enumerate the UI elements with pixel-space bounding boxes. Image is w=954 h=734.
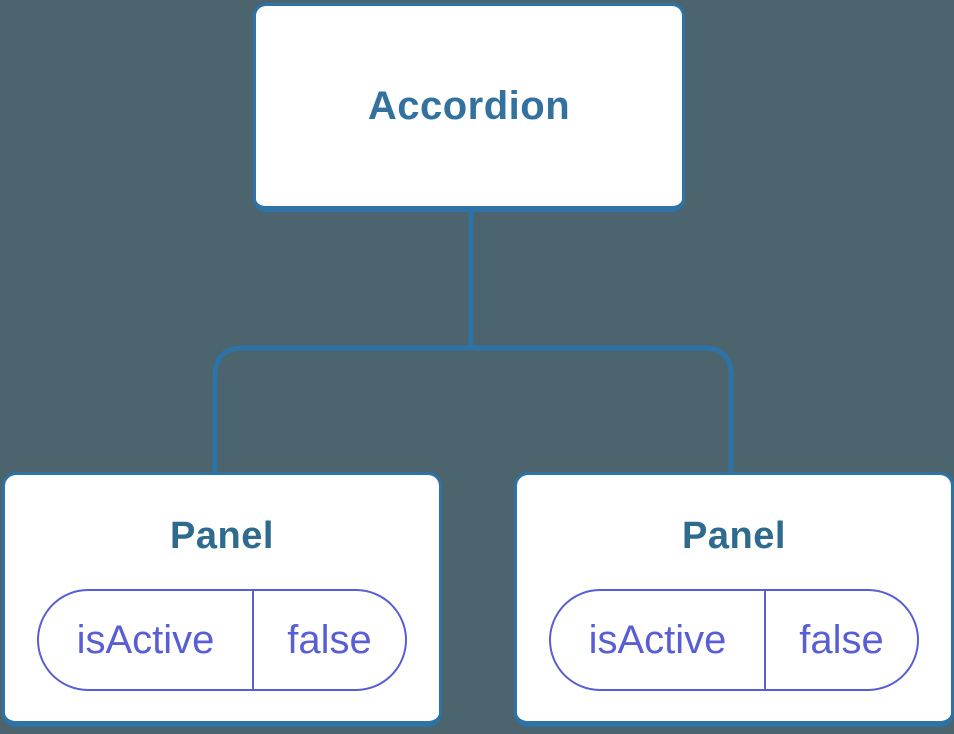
connector-branches [212, 345, 734, 478]
state-pill: isActive false [549, 589, 919, 691]
state-key-label: isActive [39, 591, 254, 689]
panel-node-right: Panel isActive false [514, 472, 954, 727]
state-key-label: isActive [551, 591, 766, 689]
panel-node-label: Panel [682, 515, 786, 557]
panel-node-left: Panel isActive false [2, 472, 442, 727]
state-value-label: false [287, 617, 372, 662]
state-pill: isActive false [37, 589, 407, 691]
panel-node-label: Panel [170, 515, 274, 557]
accordion-node: Accordion [253, 3, 685, 212]
accordion-node-label: Accordion [367, 83, 571, 128]
state-value-label: false [799, 617, 884, 662]
